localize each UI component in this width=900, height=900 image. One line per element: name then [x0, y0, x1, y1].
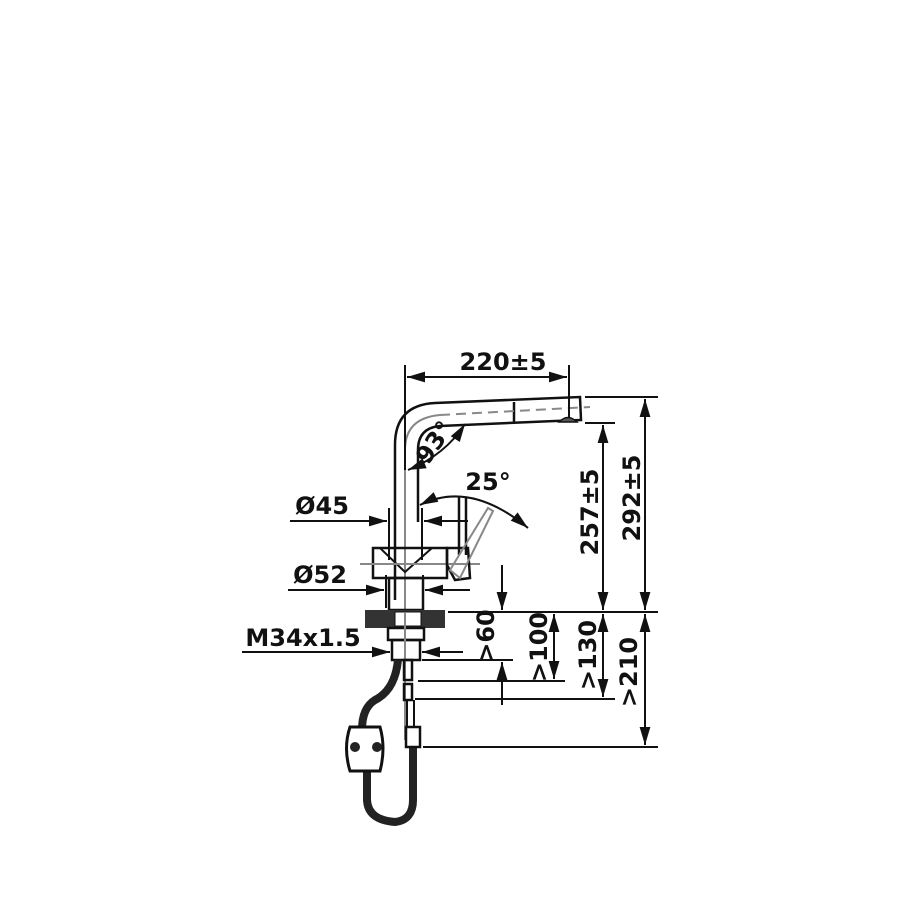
- spout-reach-label: 220±5: [460, 348, 547, 376]
- body-diameter-base-label: Ø52: [293, 561, 347, 589]
- dimension-lines: [242, 365, 658, 748]
- thread-label: M34x1.5: [245, 624, 360, 652]
- nozzle-icon: [557, 416, 579, 423]
- outlet-height-label: 257±5: [576, 469, 604, 556]
- body-diameter-top-label: Ø45: [295, 492, 349, 520]
- min-60-label: >60: [472, 609, 500, 663]
- min-100-label: >100: [525, 612, 553, 682]
- lever-angle-label: 25°: [465, 468, 510, 496]
- faucet-body: [360, 423, 529, 612]
- hose-weight: [345, 725, 385, 773]
- min-130-label: >130: [574, 620, 602, 690]
- deck-mounting: [365, 610, 445, 749]
- hose: [345, 659, 417, 827]
- total-height-label: 292±5: [618, 455, 646, 542]
- min-210-label: >210: [615, 637, 643, 707]
